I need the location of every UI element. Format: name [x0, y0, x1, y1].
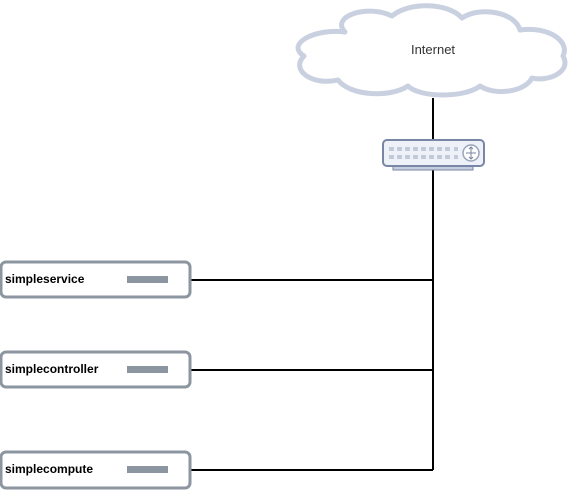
- server-simplecontroller: simplecontroller: [0, 350, 192, 389]
- cloud-icon: Internet: [295, 3, 568, 98]
- server-label: simplecontroller: [5, 362, 99, 376]
- server-simplecompute: simplecompute: [0, 450, 192, 490]
- drive-slot-icon: [127, 366, 168, 373]
- drive-slot-icon: [127, 466, 168, 473]
- server-simpleservice: simpleservice: [0, 260, 192, 299]
- drive-slot-icon: [127, 276, 168, 283]
- server-label: simpleservice: [5, 272, 85, 286]
- server-label: simplecompute: [5, 462, 93, 476]
- network-switch-icon: [382, 139, 485, 171]
- connection-lines: [190, 98, 434, 471]
- cloud-label: Internet: [411, 42, 455, 57]
